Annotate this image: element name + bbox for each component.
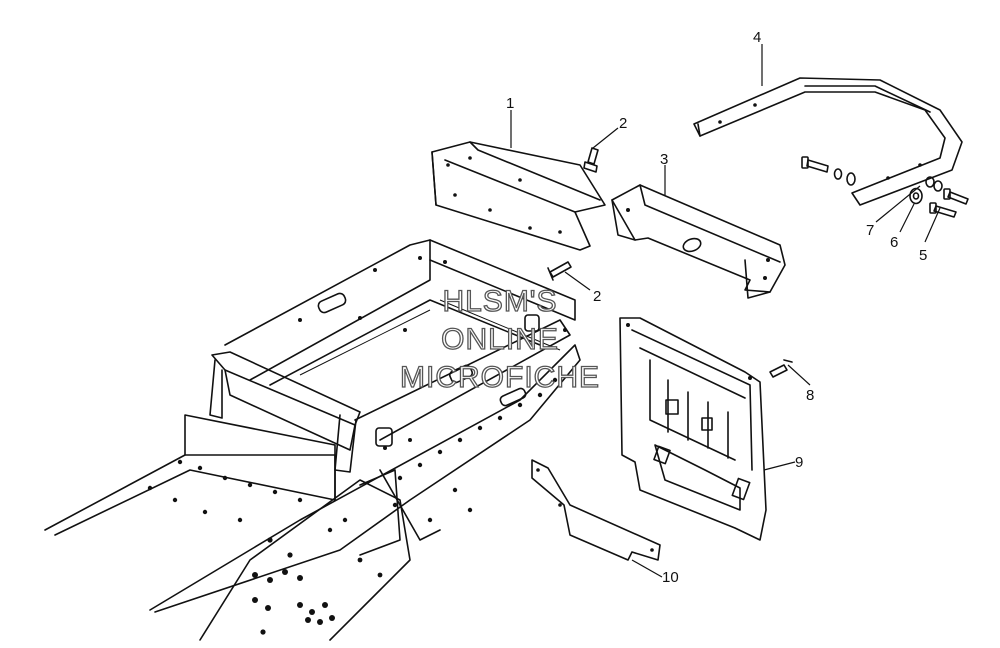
part-4-bumper xyxy=(693,77,963,206)
callout-2-upper: 2 xyxy=(619,115,627,132)
part-2-screw-lower xyxy=(547,261,572,281)
callout-5: 5 xyxy=(919,247,927,264)
part-10-plate xyxy=(531,459,661,561)
callout-3: 3 xyxy=(660,151,668,168)
callout-8: 8 xyxy=(806,387,814,404)
callout-7: 7 xyxy=(866,222,874,239)
leader-lines xyxy=(510,44,941,578)
watermark-line-1: HLSM'S xyxy=(442,284,558,318)
rivet-holes xyxy=(147,256,567,635)
tunnel-assembly xyxy=(44,239,581,641)
callout-10: 10 xyxy=(662,569,679,586)
part-3-bracket xyxy=(611,184,786,299)
callout-6: 6 xyxy=(890,234,898,251)
part-8-rivet xyxy=(769,359,793,378)
part-7-nut-lower xyxy=(925,176,943,192)
part-6-washer-upper xyxy=(833,168,843,180)
callouts: 1 2 3 4 2 5 6 7 8 9 10 xyxy=(506,29,927,586)
part-5-bolts-lower xyxy=(929,188,969,218)
watermark-line-2: ONLINE xyxy=(440,322,559,356)
callout-9: 9 xyxy=(795,454,803,471)
part-6-washer-lower xyxy=(909,187,923,205)
part-9-snow-flap xyxy=(619,317,767,541)
part-2-screw-upper xyxy=(583,147,599,173)
callout-1: 1 xyxy=(506,95,514,112)
watermark-line-3: MICROFICHE xyxy=(399,360,600,394)
part-1-lid xyxy=(431,141,606,251)
part-5-bolt-upper xyxy=(801,156,829,173)
callout-2-lower: 2 xyxy=(593,288,601,305)
part-7-nut-upper xyxy=(846,172,856,186)
callout-4: 4 xyxy=(753,29,761,46)
